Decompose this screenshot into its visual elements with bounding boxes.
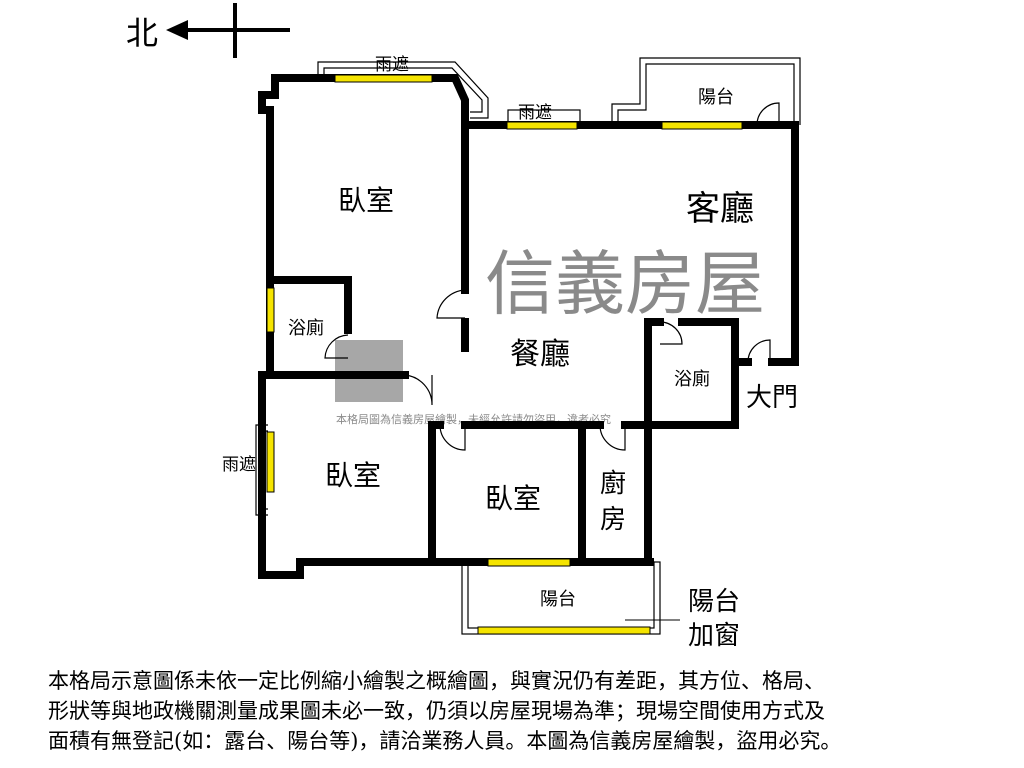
room-bedroom-nw: 臥室 (338, 184, 394, 217)
watermark: 信義房屋 本格局圖為信義房屋繪製，未經允許請勿盜用，違者必究 (335, 243, 765, 426)
room-kitchen-2: 房 (600, 505, 626, 535)
room-kitchen-1: 廚 (600, 469, 626, 499)
doors (324, 102, 780, 563)
disclaimer-line: 本格局示意圖係未依一定比例縮小繪製之概繪圖，與實況仍有差距，其方位、格局、 (48, 669, 825, 693)
balcony-ne-label: 陽台 (698, 87, 734, 108)
windows (266, 74, 743, 635)
main-door-label: 大門 (746, 383, 798, 413)
room-bedroom-sw: 臥室 (325, 459, 381, 492)
balcony-s-label: 陽台 (540, 589, 576, 610)
room-bathroom-e: 浴廁 (674, 368, 710, 390)
awning-n-label: 雨遮 (375, 55, 409, 75)
room-living: 客廳 (686, 189, 754, 229)
north-arrow-icon (166, 3, 290, 58)
awning-w-label: 雨遮 (222, 455, 256, 475)
balcony-window-label-1: 陽台 (688, 587, 740, 617)
balcony-window-label-2: 加窗 (688, 621, 740, 651)
room-dining: 餐廳 (510, 337, 570, 372)
awning-n2-label: 雨遮 (518, 103, 552, 123)
disclaimer: 本格局示意圖係未依一定比例縮小繪製之概繪圖，與實況仍有差距，其方位、格局、 形狀… (48, 666, 988, 756)
watermark-brand: 信義房屋 (485, 243, 765, 325)
room-bedroom-s: 臥室 (485, 482, 541, 515)
disclaimer-line: 形狀等與地政機關測量成果圖未必一致，仍須以房屋現場為準；現場空間使用方式及 (48, 699, 825, 723)
room-bathroom-w: 浴廁 (288, 317, 324, 339)
compass-label: 北 (126, 14, 158, 52)
disclaimer-line: 面積有無登記(如：露台、陽台等)，請洽業務人員。本圖為信義房屋繪製，盜用必究。 (48, 729, 842, 753)
walls (258, 74, 799, 579)
